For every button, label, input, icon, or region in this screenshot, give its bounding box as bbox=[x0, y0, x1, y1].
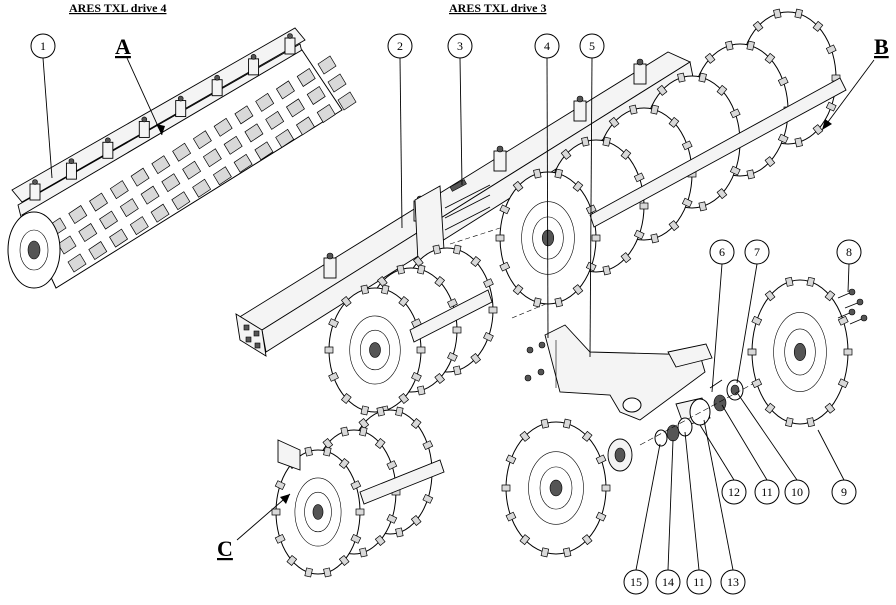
callout-circle bbox=[623, 569, 649, 595]
label-C: C bbox=[217, 536, 233, 561]
callout-number: 5 bbox=[589, 39, 595, 53]
label-A: A bbox=[115, 34, 131, 59]
callout-number: 4 bbox=[544, 39, 550, 53]
callout-circle bbox=[534, 33, 560, 59]
callout-number: 9 bbox=[841, 485, 847, 499]
callout-circle bbox=[709, 239, 735, 265]
callout-number: 13 bbox=[727, 575, 739, 589]
callout-number: 10 bbox=[791, 485, 803, 499]
callout-number: 1 bbox=[40, 39, 46, 53]
callout-number: 6 bbox=[719, 245, 725, 259]
callout-number: 2 bbox=[397, 39, 403, 53]
callout-circle bbox=[686, 569, 712, 595]
callout-number: 8 bbox=[846, 245, 852, 259]
callout-number: 7 bbox=[754, 245, 760, 259]
callout-number: 12 bbox=[728, 485, 740, 499]
callout-number: 3 bbox=[457, 39, 463, 53]
callout-circle bbox=[720, 569, 746, 595]
callout-circle bbox=[721, 479, 747, 505]
callout-circle bbox=[447, 33, 473, 59]
callout-circle bbox=[754, 479, 780, 505]
callout-circle bbox=[831, 479, 857, 505]
callout-circle bbox=[30, 33, 56, 59]
title-right: ARES TXL drive 3 bbox=[449, 1, 546, 15]
hub-exploded-parts bbox=[607, 379, 761, 472]
roller-assembly-drive4 bbox=[7, 27, 357, 289]
callout-circle bbox=[836, 239, 862, 265]
lower-middle-wheel bbox=[501, 418, 611, 558]
front-tire-pack bbox=[324, 244, 498, 416]
bottom-left-tire-pack bbox=[271, 406, 445, 578]
wheel-bolts bbox=[837, 288, 868, 325]
rear-tire-pack bbox=[495, 8, 847, 308]
callout-number: 14 bbox=[662, 575, 674, 589]
callout-circle bbox=[744, 239, 770, 265]
callout-circle bbox=[655, 569, 681, 595]
callout-number: 11 bbox=[693, 575, 705, 589]
callout-circle bbox=[387, 33, 413, 59]
label-B: B bbox=[874, 34, 889, 59]
title-left: ARES TXL drive 4 bbox=[69, 1, 166, 15]
callout-number: 11 bbox=[761, 485, 773, 499]
callout-number: 15 bbox=[630, 575, 642, 589]
swing-arm bbox=[511, 302, 713, 421]
callout-circle bbox=[784, 479, 810, 505]
right-wheel bbox=[747, 276, 853, 428]
callout-circle bbox=[579, 33, 605, 59]
main-beam-assembly bbox=[235, 51, 695, 357]
